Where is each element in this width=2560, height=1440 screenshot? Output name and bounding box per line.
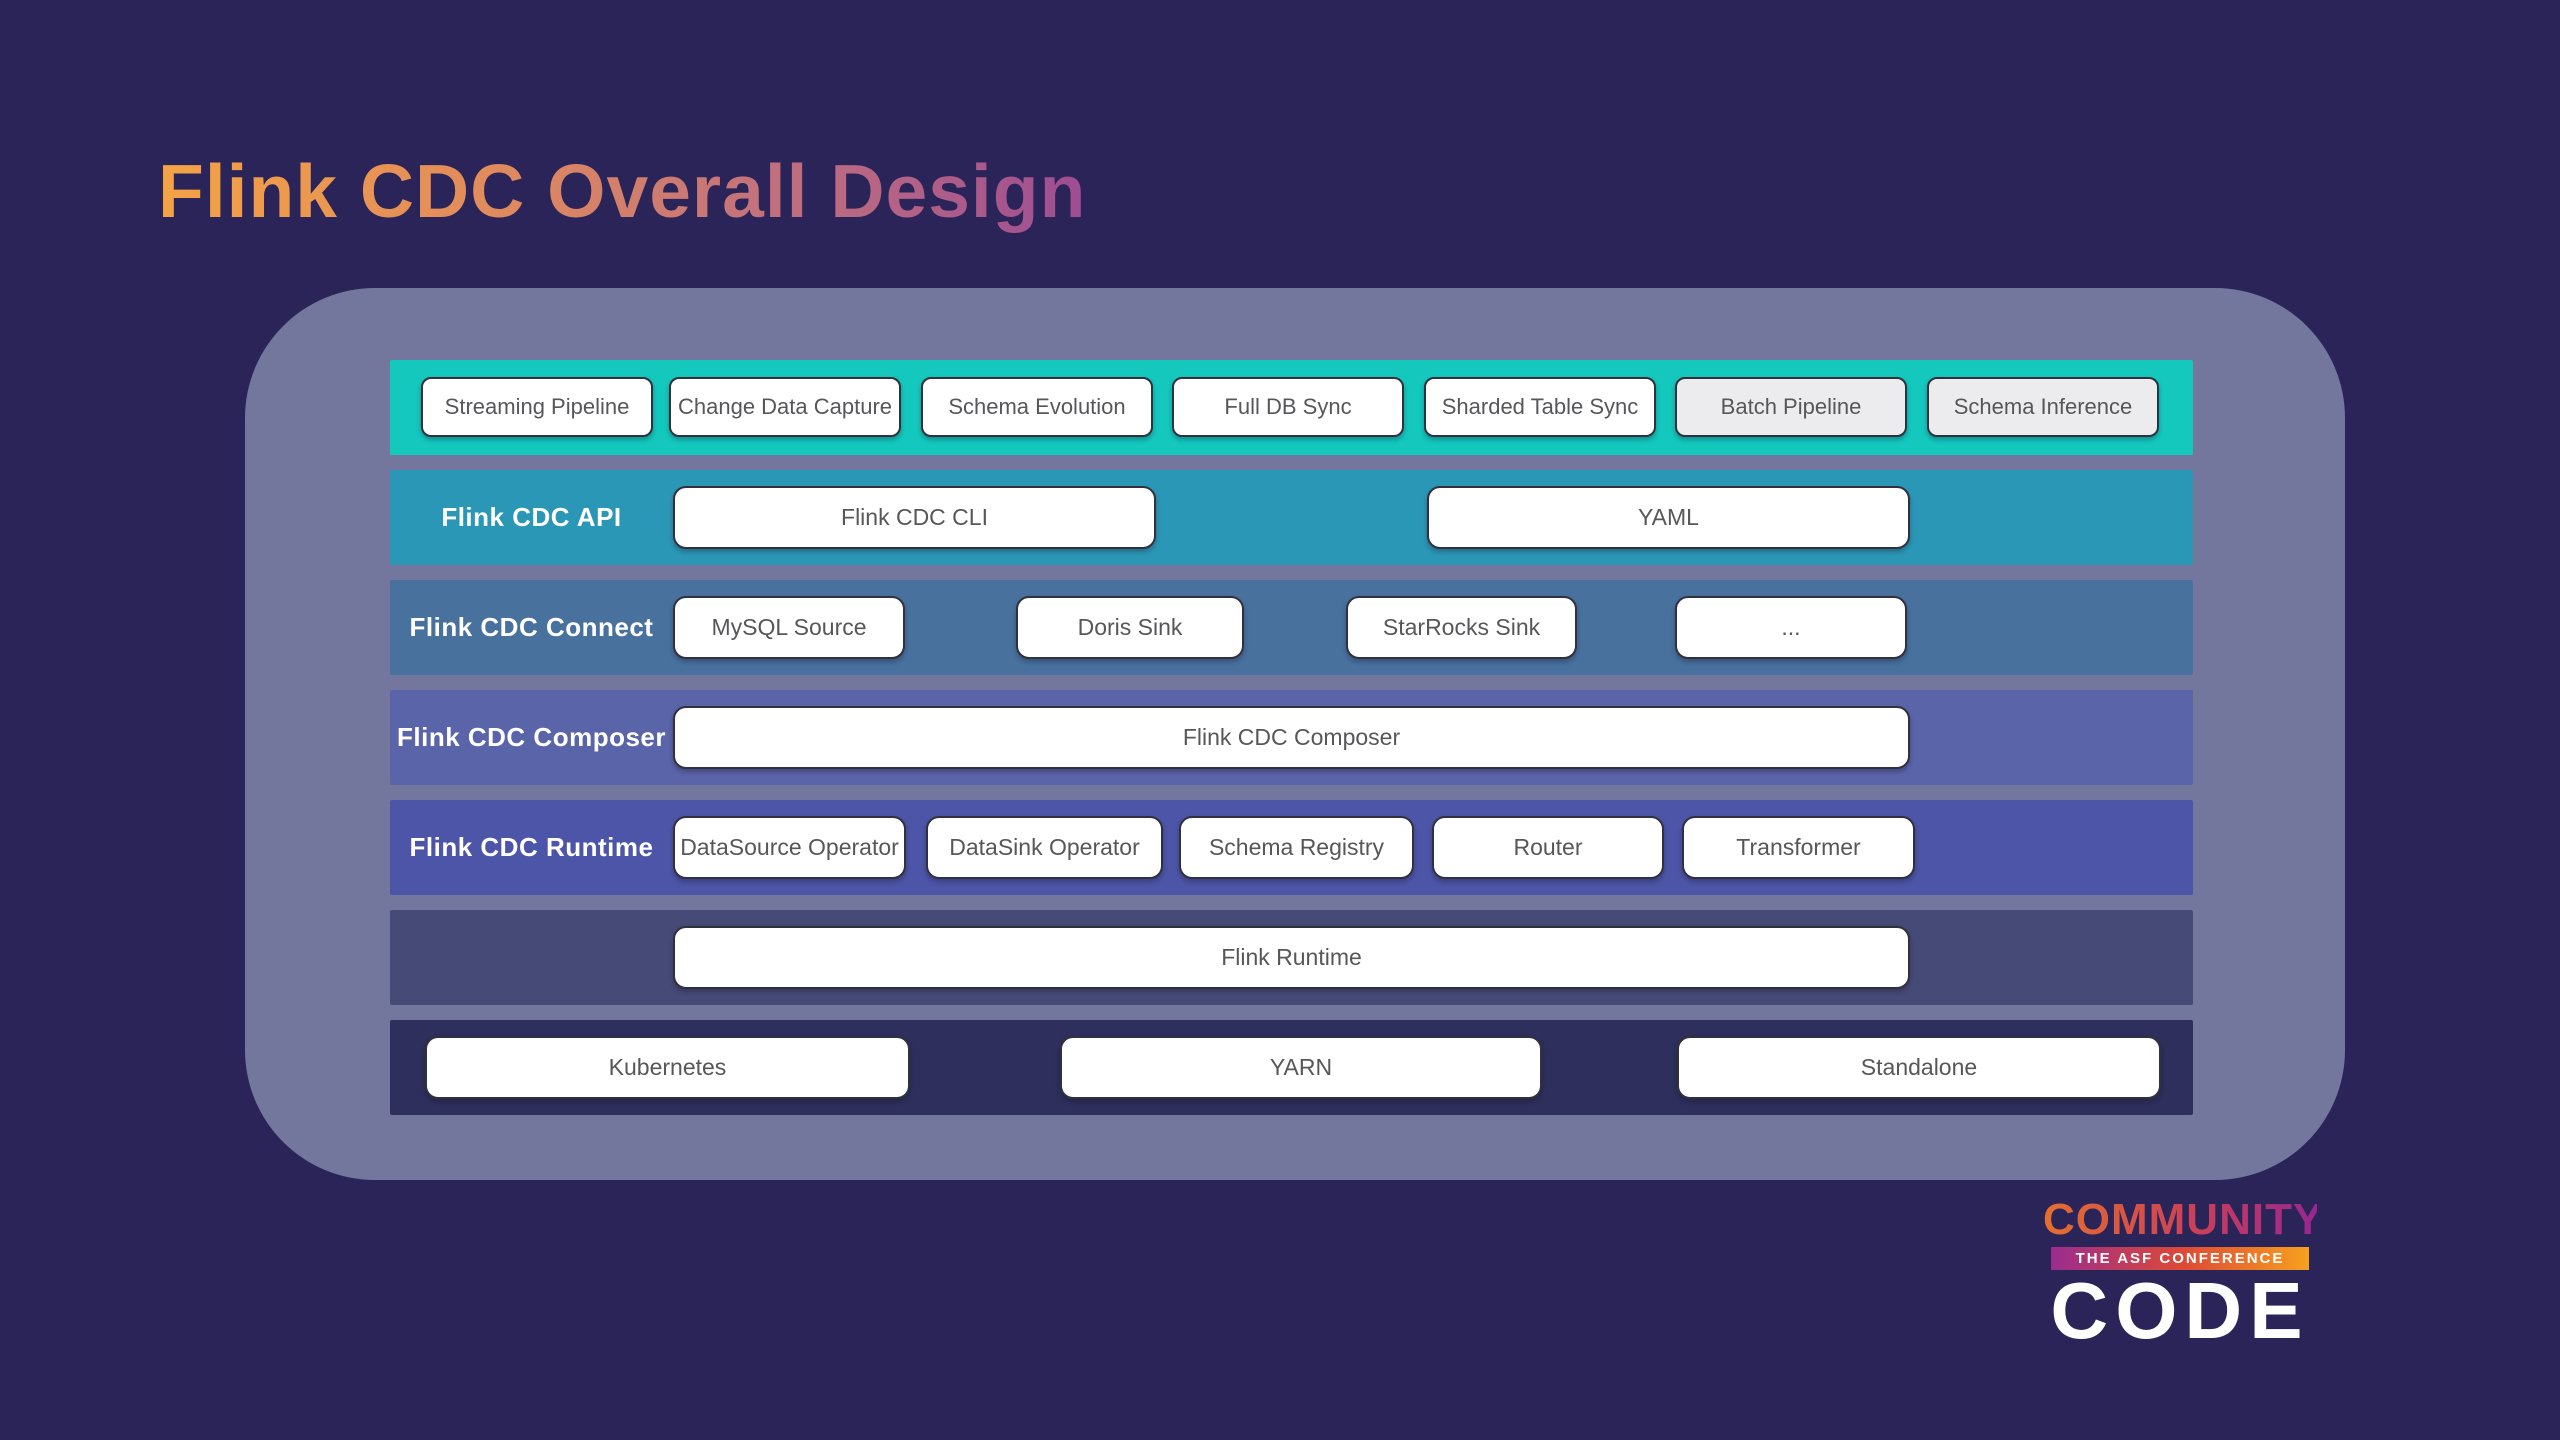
flink-cdc-architecture-diagram: Streaming Pipeline Change Data Capture S… [390, 360, 2193, 1115]
row-features: Streaming Pipeline Change Data Capture S… [390, 360, 2193, 455]
row-label-flink-cdc-runtime: Flink CDC Runtime [409, 832, 654, 862]
feature-chip-batch-pipeline: Batch Pipeline [1675, 377, 1907, 437]
box-standalone: Standalone [1677, 1036, 2161, 1099]
box-flink-cdc-cli: Flink CDC CLI [673, 486, 1156, 549]
row-flink-cdc-composer: Flink CDC Composer Flink CDC Composer [390, 690, 2193, 785]
page-title: Flink CDC Overall Design [158, 149, 1087, 233]
box-more-connectors: ... [1675, 596, 1907, 659]
row-flink-cdc-runtime: Flink CDC Runtime DataSource Operator Da… [390, 800, 2193, 895]
row-label-flink-cdc-api: Flink CDC API [441, 502, 622, 532]
logo-asf-conference-banner: THE ASF CONFERENCE [2051, 1247, 2309, 1270]
feature-chip-streaming-pipeline: Streaming Pipeline [421, 377, 653, 437]
box-flink-runtime: Flink Runtime [673, 926, 1910, 989]
community-over-code-logo: COMMUNITY THE ASF CONFERENCE CODE [2043, 1195, 2324, 1355]
row-label-flink-cdc-composer: Flink CDC Composer [396, 722, 667, 752]
box-flink-cdc-composer: Flink CDC Composer [673, 706, 1910, 769]
box-yarn: YARN [1060, 1036, 1542, 1099]
box-datasource-operator: DataSource Operator [673, 816, 906, 879]
logo-code-text: CODE [2050, 1266, 2310, 1355]
box-schema-registry: Schema Registry [1179, 816, 1414, 879]
box-doris-sink: Doris Sink [1016, 596, 1244, 659]
logo-community-text: COMMUNITY [2043, 1195, 2324, 1244]
box-yaml: YAML [1427, 486, 1910, 549]
row-flink-cdc-api: Flink CDC API Flink CDC CLI YAML [390, 470, 2193, 565]
box-transformer: Transformer [1682, 816, 1915, 879]
feature-chip-schema-evolution: Schema Evolution [921, 377, 1153, 437]
feature-chip-full-db-sync: Full DB Sync [1172, 377, 1404, 437]
box-router: Router [1432, 816, 1664, 879]
row-deployment: Kubernetes YARN Standalone [390, 1020, 2193, 1115]
feature-chip-sharded-table-sync: Sharded Table Sync [1424, 377, 1656, 437]
architecture-panel: Streaming Pipeline Change Data Capture S… [245, 288, 2345, 1180]
box-datasink-operator: DataSink Operator [926, 816, 1163, 879]
box-starrocks-sink: StarRocks Sink [1346, 596, 1577, 659]
row-flink-cdc-connect: Flink CDC Connect MySQL Source Doris Sin… [390, 580, 2193, 675]
feature-chip-schema-inference: Schema Inference [1927, 377, 2159, 437]
box-kubernetes: Kubernetes [425, 1036, 910, 1099]
row-label-flink-cdc-connect: Flink CDC Connect [409, 612, 654, 642]
box-mysql-source: MySQL Source [673, 596, 905, 659]
row-flink-runtime: Flink Runtime [390, 910, 2193, 1005]
feature-chip-change-data-capture: Change Data Capture [669, 377, 901, 437]
